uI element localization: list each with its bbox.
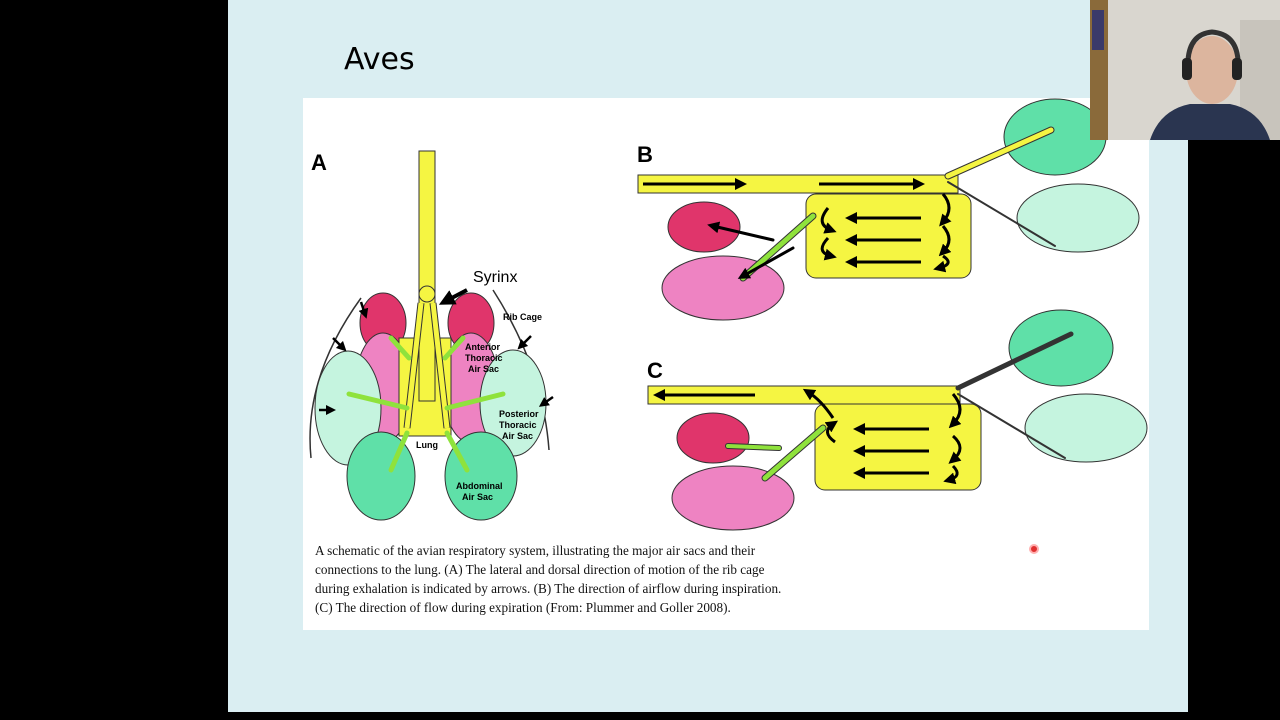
- anterior-label-3: Air Sac: [468, 364, 499, 374]
- lung-label: Lung: [416, 440, 438, 450]
- figure-diagram: A: [309, 98, 1148, 531]
- cranial-sac-c: [676, 412, 750, 464]
- panel-c: C: [647, 309, 1148, 531]
- caudal-sac-b: [661, 255, 785, 321]
- syrinx-label: Syrinx: [473, 269, 517, 286]
- trachea: [418, 150, 436, 402]
- panel-b-letter: B: [637, 142, 653, 167]
- respiratory-figure: A: [303, 98, 1149, 630]
- panel-b: B: [637, 98, 1140, 321]
- rib-motion-arrows: [319, 301, 554, 415]
- panel-a-letter: A: [311, 150, 327, 175]
- panel-c-letter: C: [647, 358, 663, 383]
- slide: Aves A: [228, 0, 1188, 712]
- syrinx-arrow: [438, 288, 468, 305]
- bronchi-b: [707, 126, 1056, 282]
- flow-arrows-c: [653, 388, 962, 485]
- sac-connectors: [346, 335, 506, 473]
- webcam-video: [1090, 0, 1280, 140]
- flow-arrows-b: [643, 178, 952, 273]
- caption-line-3: during exhalation is indicated by arrows…: [315, 581, 782, 596]
- rib-cage-label: Rib Cage: [503, 312, 542, 322]
- posterior-label-3: Air Sac: [502, 431, 533, 441]
- caption-line-1: A schematic of the avian respiratory sys…: [315, 543, 756, 558]
- syrinx-node: [418, 285, 436, 303]
- panel-a: A: [309, 150, 554, 521]
- posterior-label-2: Thoracic: [499, 420, 537, 430]
- abdominal-sac-right: [444, 431, 518, 521]
- laser-pointer-dot: [1029, 544, 1039, 554]
- anterior-label-1: Anterior: [465, 342, 501, 352]
- cranial-sac-b: [667, 201, 741, 253]
- figure-caption: A schematic of the avian respiratory sys…: [315, 541, 875, 617]
- trachea-b: [637, 174, 959, 194]
- anterior-sac-c: [1008, 309, 1114, 387]
- abdominal-label-2: Air Sac: [462, 492, 493, 502]
- posterior-label-1: Posterior: [499, 409, 539, 419]
- anterior-label-2: Thoracic: [465, 353, 503, 363]
- bronchi-c: [725, 331, 1074, 482]
- presenter-thumbnail: [1090, 0, 1280, 140]
- posterior-sac-c: [1024, 393, 1148, 463]
- slide-title: Aves: [344, 42, 415, 77]
- caudal-sac-c: [671, 465, 795, 531]
- caption-line-4: (C) The direction of flow during expirat…: [315, 600, 731, 615]
- abdominal-label-1: Abdominal: [456, 481, 503, 491]
- abdominal-sac-left: [346, 431, 416, 521]
- posterior-sac-b: [1016, 183, 1140, 253]
- caption-line-2: connections to the lung. (A) The lateral…: [315, 562, 765, 577]
